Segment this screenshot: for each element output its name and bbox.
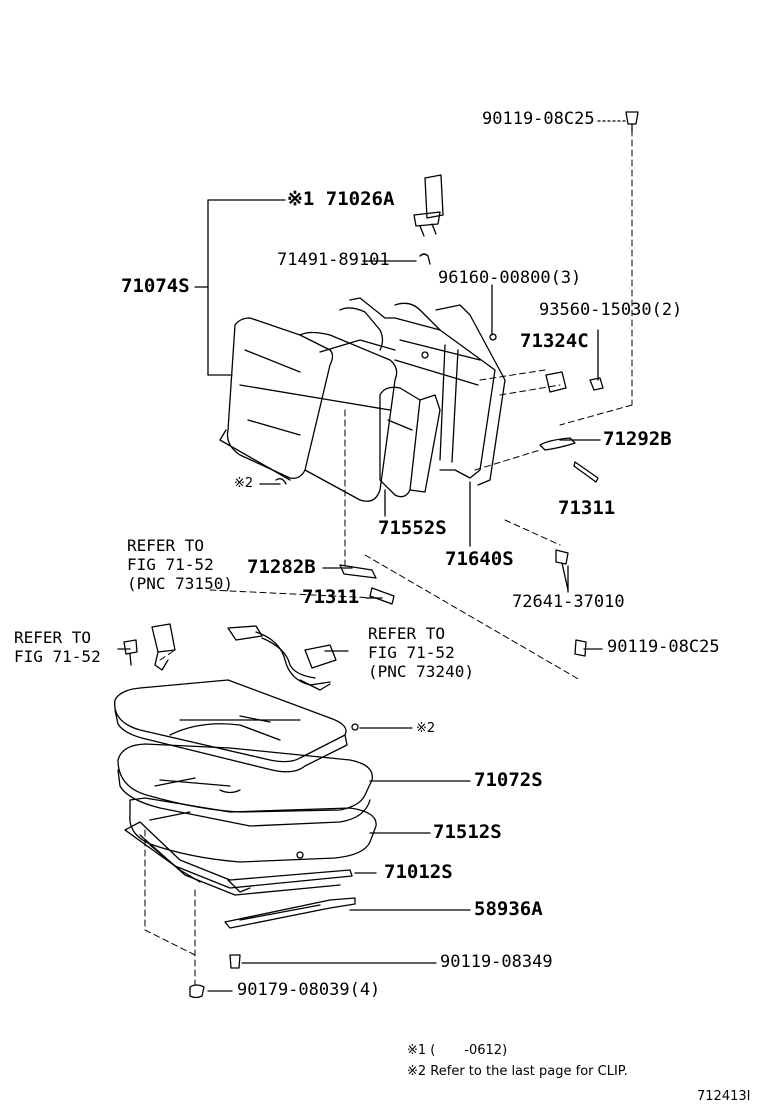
part-label-58936a: 58936A <box>474 898 543 920</box>
seat-rail <box>224 897 356 929</box>
part-label-71292b: 71292B <box>603 428 672 450</box>
figure-id: 712413I <box>697 1089 751 1104</box>
seat-back-cushion <box>219 302 441 502</box>
seat-pad <box>129 797 377 863</box>
belt-buckle <box>123 623 176 671</box>
part-label-71012s: 71012S <box>384 861 453 883</box>
hinge-brackets <box>339 564 587 657</box>
part-label-93560-15030: 93560-15030(2) <box>539 300 683 320</box>
seat-back-frame <box>349 297 506 486</box>
reference-fig-71-52-pnc-73150: REFER TO FIG 71-52 (PNC 73150) <box>127 536 233 593</box>
upper-hardware <box>275 111 639 591</box>
footnote-2: ※2 Refer to the last page for CLIP. <box>407 1064 628 1079</box>
part-label-90119-08349: 90119-08349 <box>440 952 553 972</box>
part-label-71282b: 71282B <box>247 556 316 578</box>
part-label-71074s: 71074S <box>121 275 190 297</box>
part-label-72641-37010: 72641-37010 <box>512 592 625 612</box>
headrest-71026a <box>413 174 444 237</box>
seat-back-pad <box>379 386 441 498</box>
part-label-71512s: 71512S <box>433 821 502 843</box>
leader-lines <box>117 120 629 992</box>
reference-fig-71-52-left: REFER TO FIG 71-52 <box>14 628 101 666</box>
reference-fig-71-52-pnc-73240: REFER TO FIG 71-52 (PNC 73240) <box>368 624 474 681</box>
part-label-90119-08c25-top: 90119-08C25 <box>482 109 595 129</box>
part-label-71324c: 71324C <box>520 330 589 352</box>
part-label-90179-08039: 90179-08039(4) <box>237 980 381 1000</box>
part-label-71491-89101: 71491-89101 <box>277 250 390 270</box>
part-label-96160-00800: 96160-00800(3) <box>438 268 582 288</box>
part-label-71640s: 71640S <box>445 548 514 570</box>
part-label-note2-lower: ※2 <box>416 721 436 736</box>
part-label-note2-upper: ※2 <box>234 476 254 491</box>
part-label-71552s: 71552S <box>378 517 447 539</box>
part-label-71026a: ※1 71026A <box>287 188 395 210</box>
seat-belt-center <box>227 625 337 691</box>
seat-cushion-top <box>114 679 359 773</box>
part-label-71311-left: 71311 <box>302 586 360 608</box>
part-label-71311-right: 71311 <box>558 497 616 519</box>
bottom-fasteners <box>189 954 241 999</box>
seat-frame <box>124 821 353 896</box>
footnote-1: ※1 ( -0612) <box>407 1043 508 1058</box>
part-label-90119-08c25-mid: 90119-08C25 <box>607 637 720 657</box>
part-label-71072s: 71072S <box>474 769 543 791</box>
dashed-guide-lines <box>144 129 633 986</box>
seat-cushion-cover <box>117 743 373 827</box>
